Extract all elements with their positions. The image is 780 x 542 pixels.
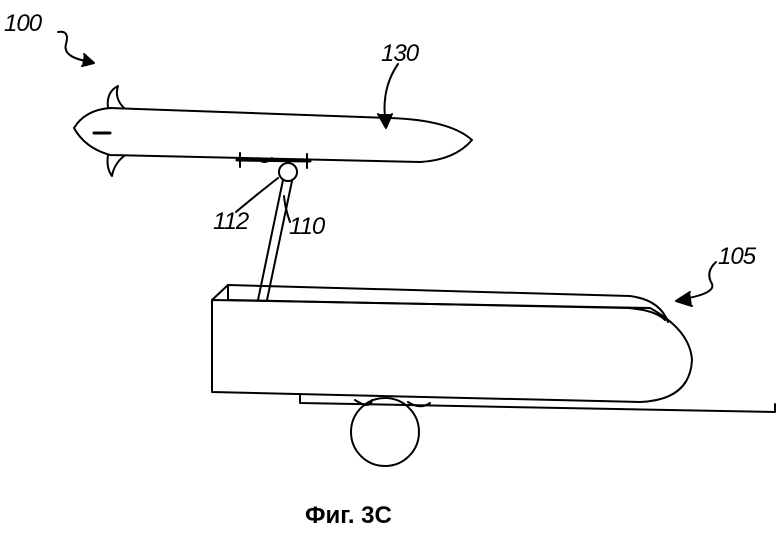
label-110: 110 [289, 213, 324, 241]
joint-ball [279, 163, 297, 181]
leader-arrows [58, 32, 716, 306]
figure-caption: Фиг. 3C [305, 502, 392, 530]
label-100: 100 [4, 10, 41, 38]
arm [258, 180, 292, 300]
container [212, 285, 692, 402]
wheel [351, 398, 419, 466]
label-130: 130 [381, 40, 418, 68]
label-105: 105 [718, 243, 755, 271]
missile [74, 86, 472, 176]
label-112: 112 [213, 208, 248, 236]
